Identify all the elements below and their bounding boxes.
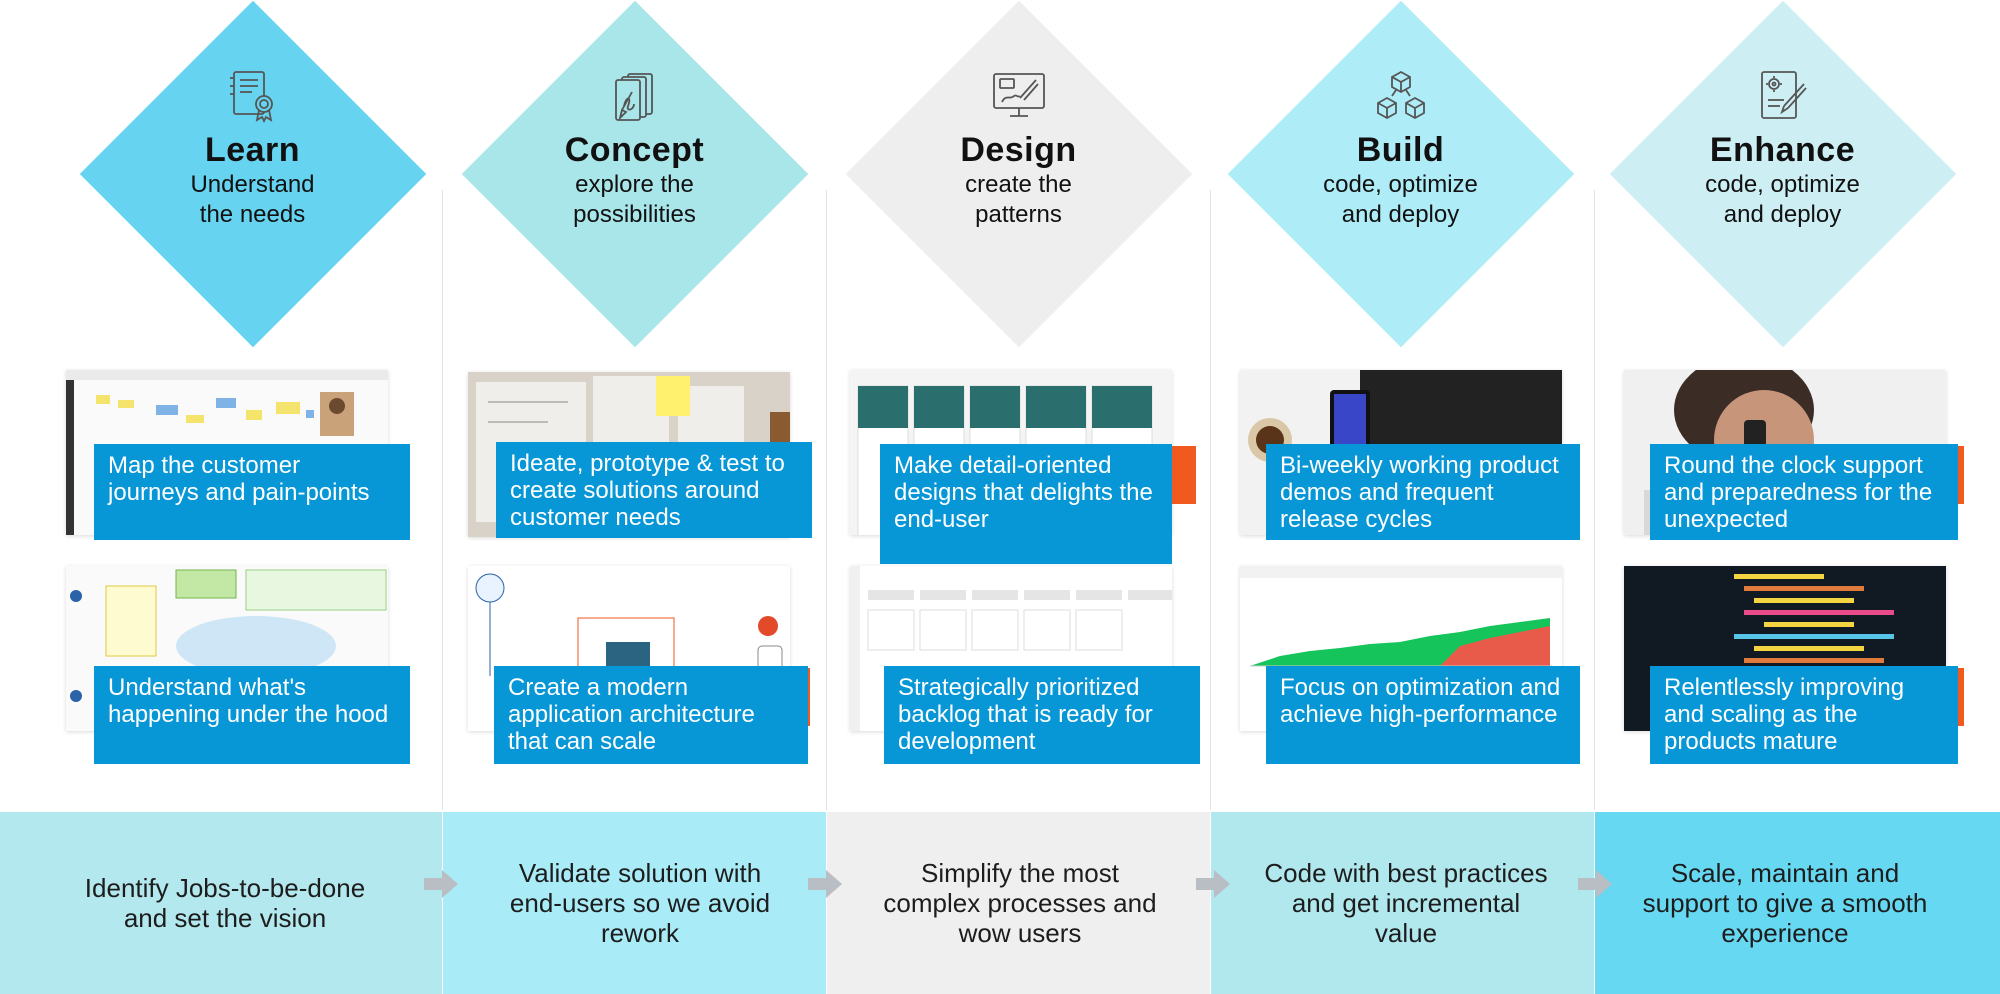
certificate-document-icon bbox=[229, 71, 273, 124]
stage-learn-diamond: Learn Understand the needs bbox=[79, 0, 426, 347]
column-divider bbox=[826, 190, 827, 810]
concept-caption-bottom: Create a modern application architecture… bbox=[494, 666, 808, 764]
arrow-right-icon bbox=[424, 870, 458, 898]
band-text-design: Simplify the most complex processes and … bbox=[883, 858, 1157, 948]
band-text-concept: Validate solution with end-users so we a… bbox=[509, 858, 771, 948]
gear-document-pen-icon bbox=[1760, 71, 1807, 119]
band-design bbox=[827, 812, 1210, 994]
stage-subtitle: Understand the needs bbox=[190, 171, 315, 228]
stage-design-diamond: Design create the patterns bbox=[845, 0, 1192, 347]
monitor-pen-icon bbox=[992, 73, 1045, 117]
stage-subtitle: code, optimize and deploy bbox=[1705, 171, 1860, 228]
stage-title: Learn bbox=[204, 131, 301, 169]
build-caption-top: Bi-weekly working product demos and freq… bbox=[1266, 444, 1580, 540]
build-caption-bottom: Focus on optimization and achieve high-p… bbox=[1266, 666, 1580, 764]
arrow-right-icon bbox=[808, 870, 842, 898]
stage-subtitle: explore the possibilities bbox=[573, 171, 696, 228]
band-enhance bbox=[1595, 812, 2000, 994]
stage-title: Enhance bbox=[1709, 131, 1856, 169]
stage-subtitle: create the patterns bbox=[965, 171, 1072, 228]
enhance-caption-top: Round the clock support and preparedness… bbox=[1650, 444, 1958, 540]
band-concept bbox=[443, 812, 826, 994]
stage-enhance-diamond: Enhance code, optimize and deploy bbox=[1609, 0, 1956, 347]
stage-title: Concept bbox=[564, 131, 705, 169]
stage-build-diamond: Build code, optimize and deploy bbox=[1227, 0, 1574, 347]
band-text-build: Code with best practices and get increme… bbox=[1264, 858, 1548, 948]
arrow-right-icon bbox=[1196, 870, 1230, 898]
column-divider bbox=[1594, 190, 1595, 810]
band-text-learn: Identify Jobs-to-be-done and set the vis… bbox=[84, 873, 366, 933]
column-divider bbox=[442, 190, 443, 810]
design-caption-top: Make detail-oriented designs that deligh… bbox=[880, 444, 1172, 564]
stage-title: Design bbox=[960, 131, 1077, 169]
band-text-enhance: Scale, maintain and support to give a sm… bbox=[1642, 858, 1928, 948]
stage-concept-diamond: Concept explore the possibilities bbox=[461, 0, 808, 347]
learn-caption-bottom: Understand what's happening under the ho… bbox=[94, 666, 410, 764]
documents-pen-icon bbox=[614, 73, 653, 121]
cubes-icon bbox=[1376, 70, 1425, 120]
column-divider bbox=[1210, 190, 1211, 810]
stage-subtitle: code, optimize and deploy bbox=[1323, 171, 1478, 228]
design-caption-bottom: Strategically prioritized backlog that i… bbox=[884, 666, 1200, 764]
band-learn bbox=[0, 812, 442, 994]
learn-caption-top: Map the customer journeys and pain-point… bbox=[94, 444, 410, 540]
arrow-right-icon bbox=[1578, 870, 1612, 898]
enhance-caption-bottom: Relentlessly improving and scaling as th… bbox=[1650, 666, 1958, 764]
orange-accent bbox=[1172, 446, 1196, 504]
concept-caption-top: Ideate, prototype & test to create solut… bbox=[496, 442, 812, 538]
stage-title: Build bbox=[1356, 131, 1445, 169]
band-build bbox=[1211, 812, 1594, 994]
